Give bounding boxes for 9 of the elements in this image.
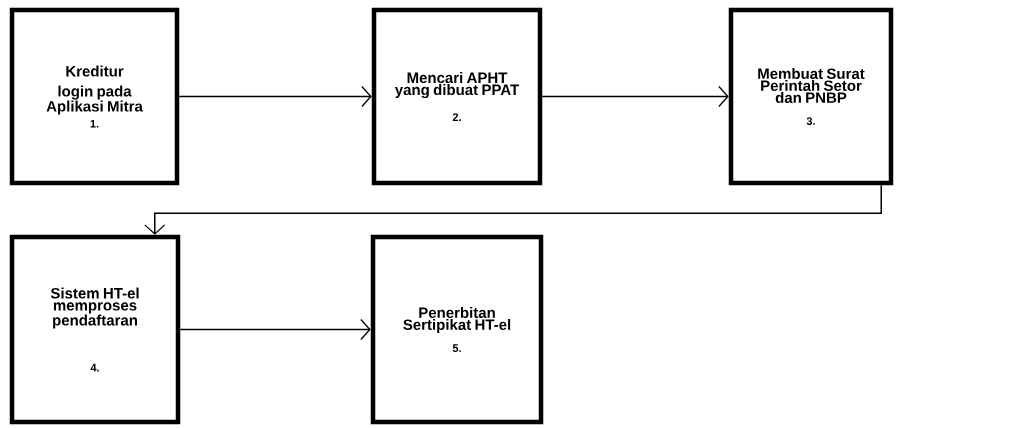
process-box: Mencari APHT yang dibuat PPAT 2. [371,7,543,186]
arrow [541,85,729,108]
arrow [144,184,882,235]
process-box: Penerbitan Sertipikat HT-el 5. [370,234,544,425]
process-box: Membuat Surat Perintah Setor dan PNBP 3. [728,7,894,186]
arrow [178,85,372,108]
process-box: Kreditur login pada Aplikasi Mitra 1. [9,7,180,186]
arrow [179,318,371,341]
process-box: Sistem HT-el memproses pendaftaran 4. [9,234,181,425]
